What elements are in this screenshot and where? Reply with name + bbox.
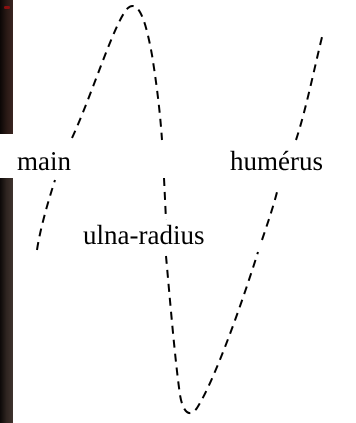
dashed-curve-right-top	[296, 33, 323, 140]
dashed-curve-up-to-humerus	[262, 188, 278, 240]
dashed-curve-mid	[164, 178, 166, 220]
label-ulna-radius: ulna-radius	[82, 222, 205, 249]
label-main: main	[16, 148, 72, 175]
dashed-curve-down-to-trough	[166, 252, 258, 413]
dashed-curve-main-to-peak	[72, 6, 162, 140]
dashed-curve-left	[37, 180, 55, 250]
label-humerus: humérus	[229, 148, 324, 175]
